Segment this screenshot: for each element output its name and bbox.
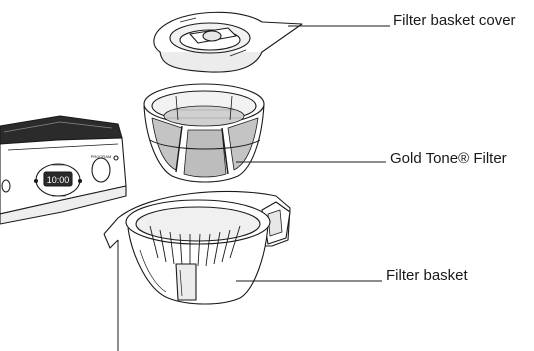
callout-filter-basket: Filter basket <box>386 267 468 285</box>
clock-display-readout: 10:00 <box>47 175 70 185</box>
callout-gold-tone-filter: Gold Tone® Filter <box>390 150 507 168</box>
filter-basket-illustration <box>104 191 290 304</box>
coffee-maker-body-illustration <box>0 116 126 224</box>
callout-filter-basket-cover: Filter basket cover <box>393 12 516 30</box>
gold-tone-filter-illustration <box>144 84 264 182</box>
filter-basket-cover-illustration <box>154 12 302 72</box>
program-button-label: PROGRAM <box>91 154 112 159</box>
